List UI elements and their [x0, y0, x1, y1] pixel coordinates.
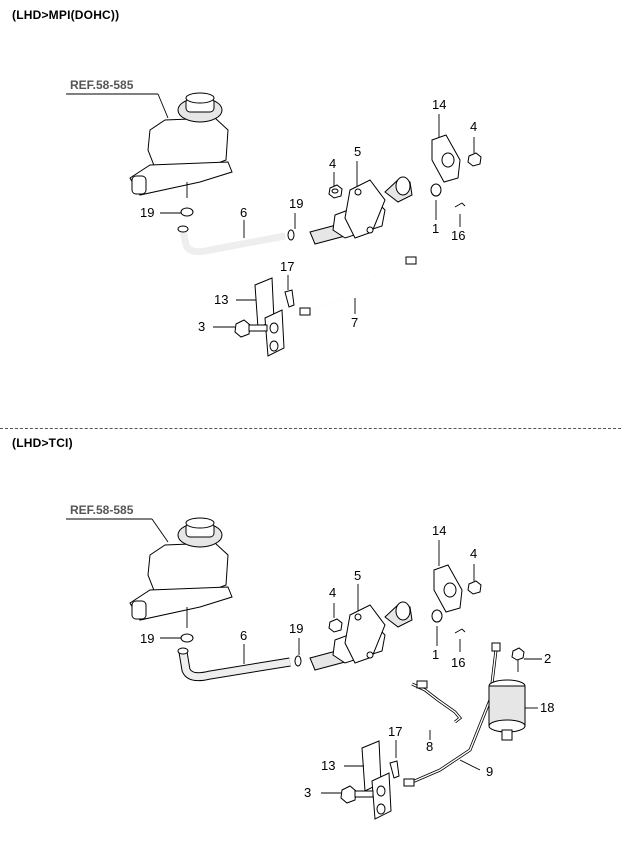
- clip: [389, 760, 400, 779]
- callout-19: 19: [140, 631, 155, 646]
- callout-16: 16: [451, 655, 466, 670]
- callout-7: 7: [351, 315, 359, 330]
- bracket: [254, 277, 285, 357]
- nut: [328, 184, 343, 199]
- callout-18: 18: [540, 700, 555, 715]
- callout-14: 14: [432, 523, 447, 538]
- callout-3: 3: [198, 319, 206, 334]
- section-1-title: (LHD>MPI(DOHC)): [12, 8, 120, 22]
- clamp: [287, 229, 295, 241]
- callout-13: 13: [321, 758, 336, 773]
- nut: [467, 580, 482, 595]
- bolt: [511, 647, 525, 672]
- pin: [454, 202, 466, 208]
- callout-9: 9: [486, 764, 494, 779]
- callout-17: 17: [388, 724, 403, 739]
- section-1-ref-label: REF.58-585: [70, 78, 134, 92]
- section-2-ref-label: REF.58-585: [70, 503, 134, 517]
- clamp: [294, 655, 302, 667]
- callout-3: 3: [304, 785, 312, 800]
- reservoir-tank: [129, 517, 233, 628]
- hose: [177, 647, 291, 682]
- damper: [488, 679, 526, 741]
- washer: [431, 609, 443, 623]
- callout-19: 19: [289, 196, 304, 211]
- callout-2: 2: [544, 651, 552, 666]
- callout-4: 4: [470, 119, 478, 134]
- callout-19: 19: [140, 205, 155, 220]
- callout-8: 8: [426, 739, 434, 754]
- callout-4: 4: [329, 585, 337, 600]
- section-2-title: (LHD>TCI): [12, 436, 73, 450]
- section-2-drawing: [66, 517, 542, 820]
- callout-4: 4: [329, 156, 337, 171]
- section-1-drawing: [66, 92, 482, 357]
- callout-5: 5: [354, 568, 362, 583]
- callout-5: 5: [354, 144, 362, 159]
- clutch-master-cylinder: [309, 601, 413, 671]
- callout-19: 19: [289, 621, 304, 636]
- pin: [454, 628, 466, 634]
- callout-6: 6: [240, 628, 248, 643]
- pipe: [299, 256, 417, 316]
- clamp: [180, 207, 194, 217]
- gasket: [433, 564, 463, 613]
- callout-17: 17: [280, 259, 295, 274]
- bolt: [340, 785, 374, 804]
- clamp: [180, 633, 194, 643]
- callout-13: 13: [214, 292, 229, 307]
- nut: [328, 618, 343, 633]
- pipe: [411, 680, 463, 724]
- callout-16: 16: [451, 228, 466, 243]
- section-divider: [0, 428, 621, 429]
- callout-4: 4: [470, 546, 478, 561]
- callout-1: 1: [432, 221, 440, 236]
- bracket: [361, 740, 392, 820]
- reservoir-tank: [129, 92, 233, 198]
- gasket: [431, 134, 461, 183]
- callout-1: 1: [432, 647, 440, 662]
- callout-6: 6: [240, 205, 248, 220]
- clip: [284, 289, 295, 308]
- nut: [467, 152, 482, 167]
- clutch-master-cylinder: [309, 176, 413, 245]
- callout-14: 14: [432, 97, 447, 112]
- hose: [177, 225, 286, 256]
- washer: [430, 183, 442, 197]
- bolt: [234, 319, 268, 338]
